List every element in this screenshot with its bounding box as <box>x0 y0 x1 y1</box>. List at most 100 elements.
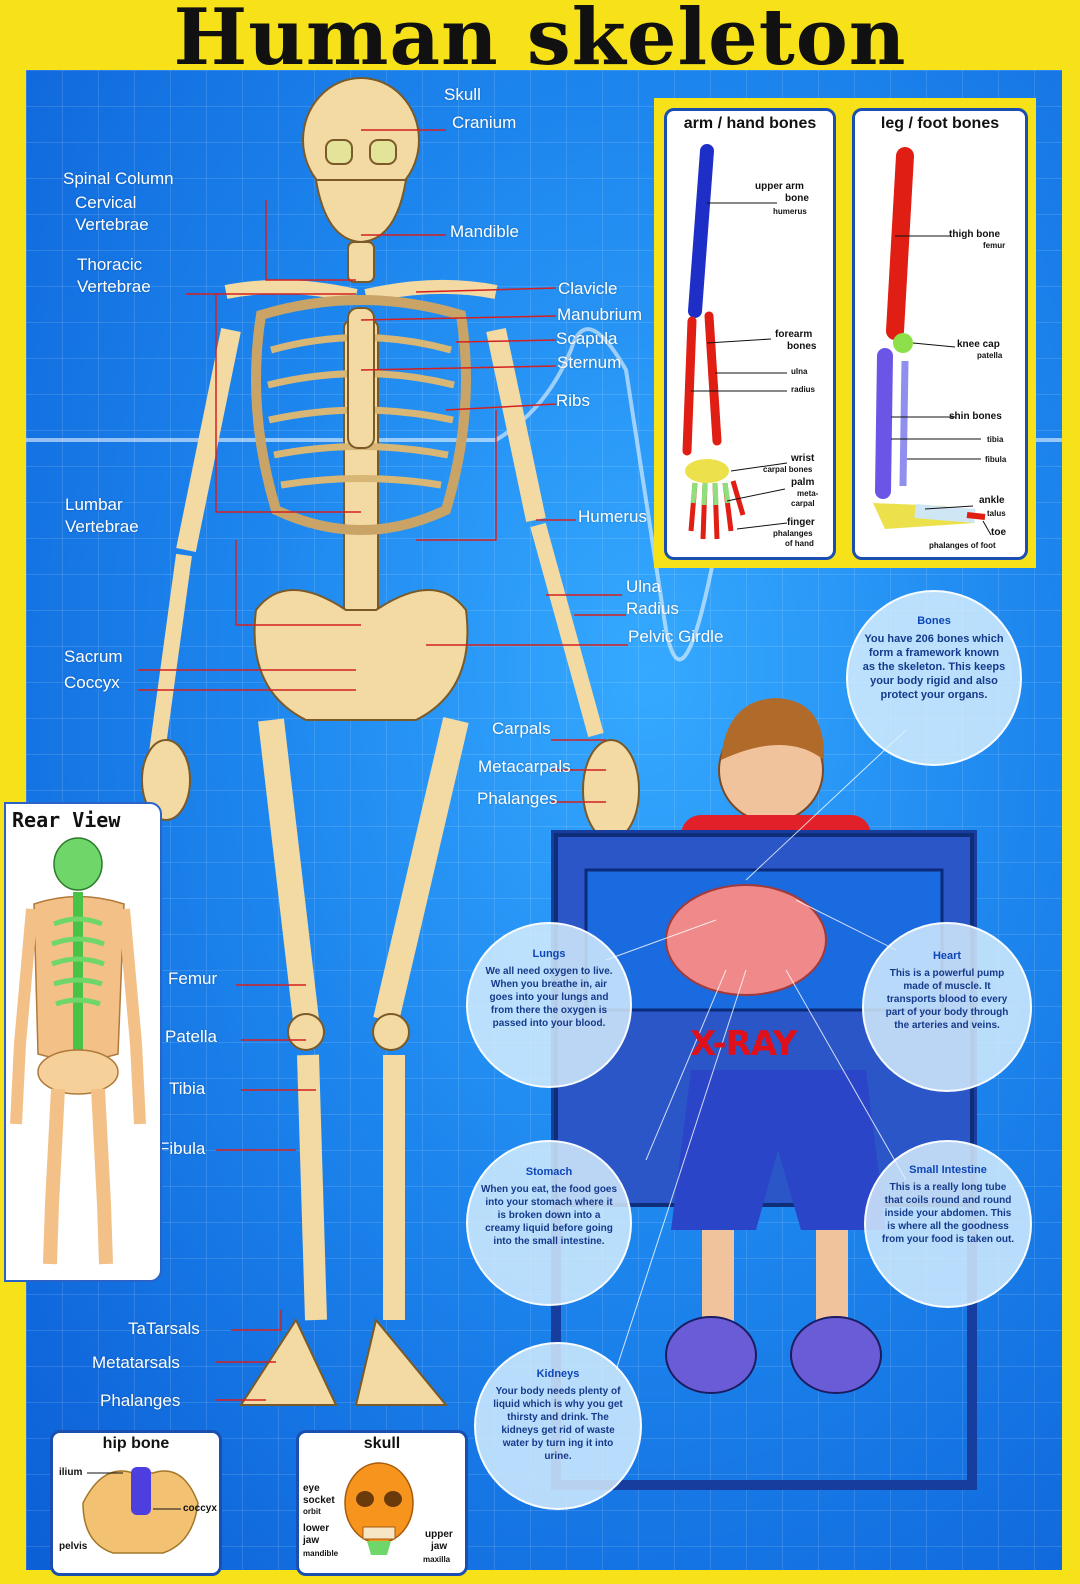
left-femur <box>258 718 319 1022</box>
label-thoracic-vertebrae: Vertebrae <box>77 277 151 296</box>
bubble-heart-title: Heart <box>932 950 962 962</box>
mandible-shape <box>314 179 408 244</box>
bubble-lungs-title: Lungs <box>532 948 566 960</box>
skull-upper: upper <box>425 1529 453 1540</box>
arm-ulna: ulna <box>791 367 808 376</box>
label-spinal-column: Spinal Column <box>63 169 174 188</box>
label-clavicle: Clavicle <box>558 279 618 298</box>
sternum-shape <box>347 307 375 449</box>
boy-right-shoe <box>790 1316 882 1394</box>
bubble-small-intestine: Small Intestine This is a really long tu… <box>864 1140 1032 1308</box>
bubble-small-intestine-title: Small Intestine <box>909 1164 987 1176</box>
left-hand <box>141 739 191 821</box>
skull-drawing <box>344 1462 414 1555</box>
leg-talus: talus <box>987 509 1006 518</box>
label-tibia: Tibia <box>169 1079 206 1098</box>
skull-orbit: orbit <box>303 1507 321 1516</box>
bubble-kidneys-title: Kidneys <box>536 1368 580 1380</box>
label-cervical: Cervical <box>75 193 137 212</box>
label-tarsals: TaTarsals <box>128 1319 200 1338</box>
leg-thigh-bone: thigh bone <box>949 229 1001 240</box>
label-coccyx: Coccyx <box>64 673 120 692</box>
label-scapula: Scapula <box>556 329 618 348</box>
rear-view-inset: Rear View <box>4 802 162 1282</box>
cervical-spine <box>347 241 375 283</box>
right-hand <box>582 739 640 841</box>
label-sacrum: Sacrum <box>64 647 123 666</box>
bubble-heart-text: This is a powerful pump made of muscle. … <box>885 968 1009 1031</box>
right-orbit <box>369 139 397 165</box>
leg-patella: patella <box>977 351 1003 360</box>
rib-cage <box>251 295 471 535</box>
leg-inset: leg / foot bones thigh bone femur knee c… <box>852 108 1028 560</box>
leg-bones-drawing <box>873 147 992 536</box>
left-orbit <box>325 139 353 165</box>
label-metacarpals: Metacarpals <box>478 757 571 776</box>
bubble-stomach-title: Stomach <box>525 1166 573 1178</box>
label-mandible: Mandible <box>450 222 519 241</box>
clavicle-left <box>224 279 358 303</box>
label-lumbar-vertebrae: Vertebrae <box>65 517 139 536</box>
bubble-bones-title: Bones <box>917 615 951 627</box>
hip-ilium: ilium <box>59 1467 83 1478</box>
bubble-small-intestine-text: This is a really long tube that coils ro… <box>881 1182 1015 1245</box>
arm-bones: bones <box>787 341 817 352</box>
label-radius: Radius <box>626 599 679 618</box>
arm-forearm: forearm <box>775 329 813 340</box>
leg-tibia: tibia <box>987 435 1004 444</box>
bubble-lungs-text: We all need oxygen to live. When you bre… <box>485 966 613 1029</box>
bubble-kidneys: Kidneys Your body needs plenty of liquid… <box>474 1342 642 1510</box>
leg-ankle: ankle <box>979 495 1005 506</box>
hip-pelvis: pelvis <box>59 1541 88 1552</box>
arm-of-hand: of hand <box>785 539 814 548</box>
label-ulna: Ulna <box>626 577 661 596</box>
bubble-kidneys-text: Your body needs plenty of liquid which i… <box>493 1386 623 1462</box>
arm-radius: radius <box>791 385 816 394</box>
hip-coccyx: coccyx <box>183 1503 217 1514</box>
hip-inset-title: hip bone <box>102 1435 170 1452</box>
label-patella: Patella <box>165 1027 217 1046</box>
skull-eye: eye <box>303 1483 320 1494</box>
left-patella <box>287 1013 325 1051</box>
skull-lower-jaw: jaw <box>303 1535 320 1546</box>
bubble-heart: Heart This is a powerful pump made of mu… <box>862 922 1032 1092</box>
rear-view-drawing <box>10 837 146 1265</box>
leg-fibula: fibula <box>985 455 1007 464</box>
leg-knee-cap: knee cap <box>957 339 1000 350</box>
label-fibula: Fibula <box>159 1139 206 1158</box>
bubble-lungs: Lungs We all need oxygen to live. When y… <box>466 922 632 1088</box>
skull-maxilla: maxilla <box>423 1555 451 1564</box>
arm-inset: arm / hand bones upper arm bone humerus … <box>664 108 836 560</box>
leader-lines <box>138 129 628 1401</box>
hip-bone-inset: hip bone ilium coccyx pelvis <box>50 1430 222 1576</box>
arm-palm: palm <box>791 477 815 488</box>
label-metatarsals: Metatarsals <box>92 1353 180 1372</box>
skull-socket: socket <box>303 1495 335 1506</box>
leg-phalanges-of-foot: phalanges of foot <box>929 541 996 550</box>
left-tibia <box>297 1054 327 1321</box>
boy-left-shoe <box>665 1316 757 1394</box>
label-ribs: Ribs <box>556 391 591 410</box>
skull-inset-title: skull <box>363 1435 401 1452</box>
leg-shin-bones: shin bones <box>949 411 1002 422</box>
label-manubrium: Manubrium <box>557 305 643 324</box>
arm-humerus: humerus <box>773 207 807 216</box>
label-phalanges-foot: Phalanges <box>100 1391 181 1410</box>
arm-carpal-bones: carpal bones <box>763 465 813 474</box>
left-forearm <box>148 553 192 762</box>
label-humerus: Humerus <box>578 507 647 526</box>
skull-mandible: mandible <box>303 1549 339 1558</box>
boy-hair <box>721 698 825 760</box>
label-carpals: Carpals <box>492 719 551 738</box>
page-title: Human skeleton <box>173 0 907 83</box>
arm-phalanges: phalanges <box>773 529 813 538</box>
xray-label: X-RAY <box>690 1024 797 1064</box>
arm-meta: meta- <box>797 489 819 498</box>
boy-left-leg <box>702 1230 734 1330</box>
arm-upper-arm: upper arm <box>755 181 804 192</box>
label-skull: Skull <box>444 85 481 104</box>
xray-organs <box>665 884 827 996</box>
label-phalanges-hand: Phalanges <box>477 789 558 808</box>
leg-femur: femur <box>983 241 1006 250</box>
bubble-stomach-text: When you eat, the food goes into your st… <box>480 1184 618 1247</box>
